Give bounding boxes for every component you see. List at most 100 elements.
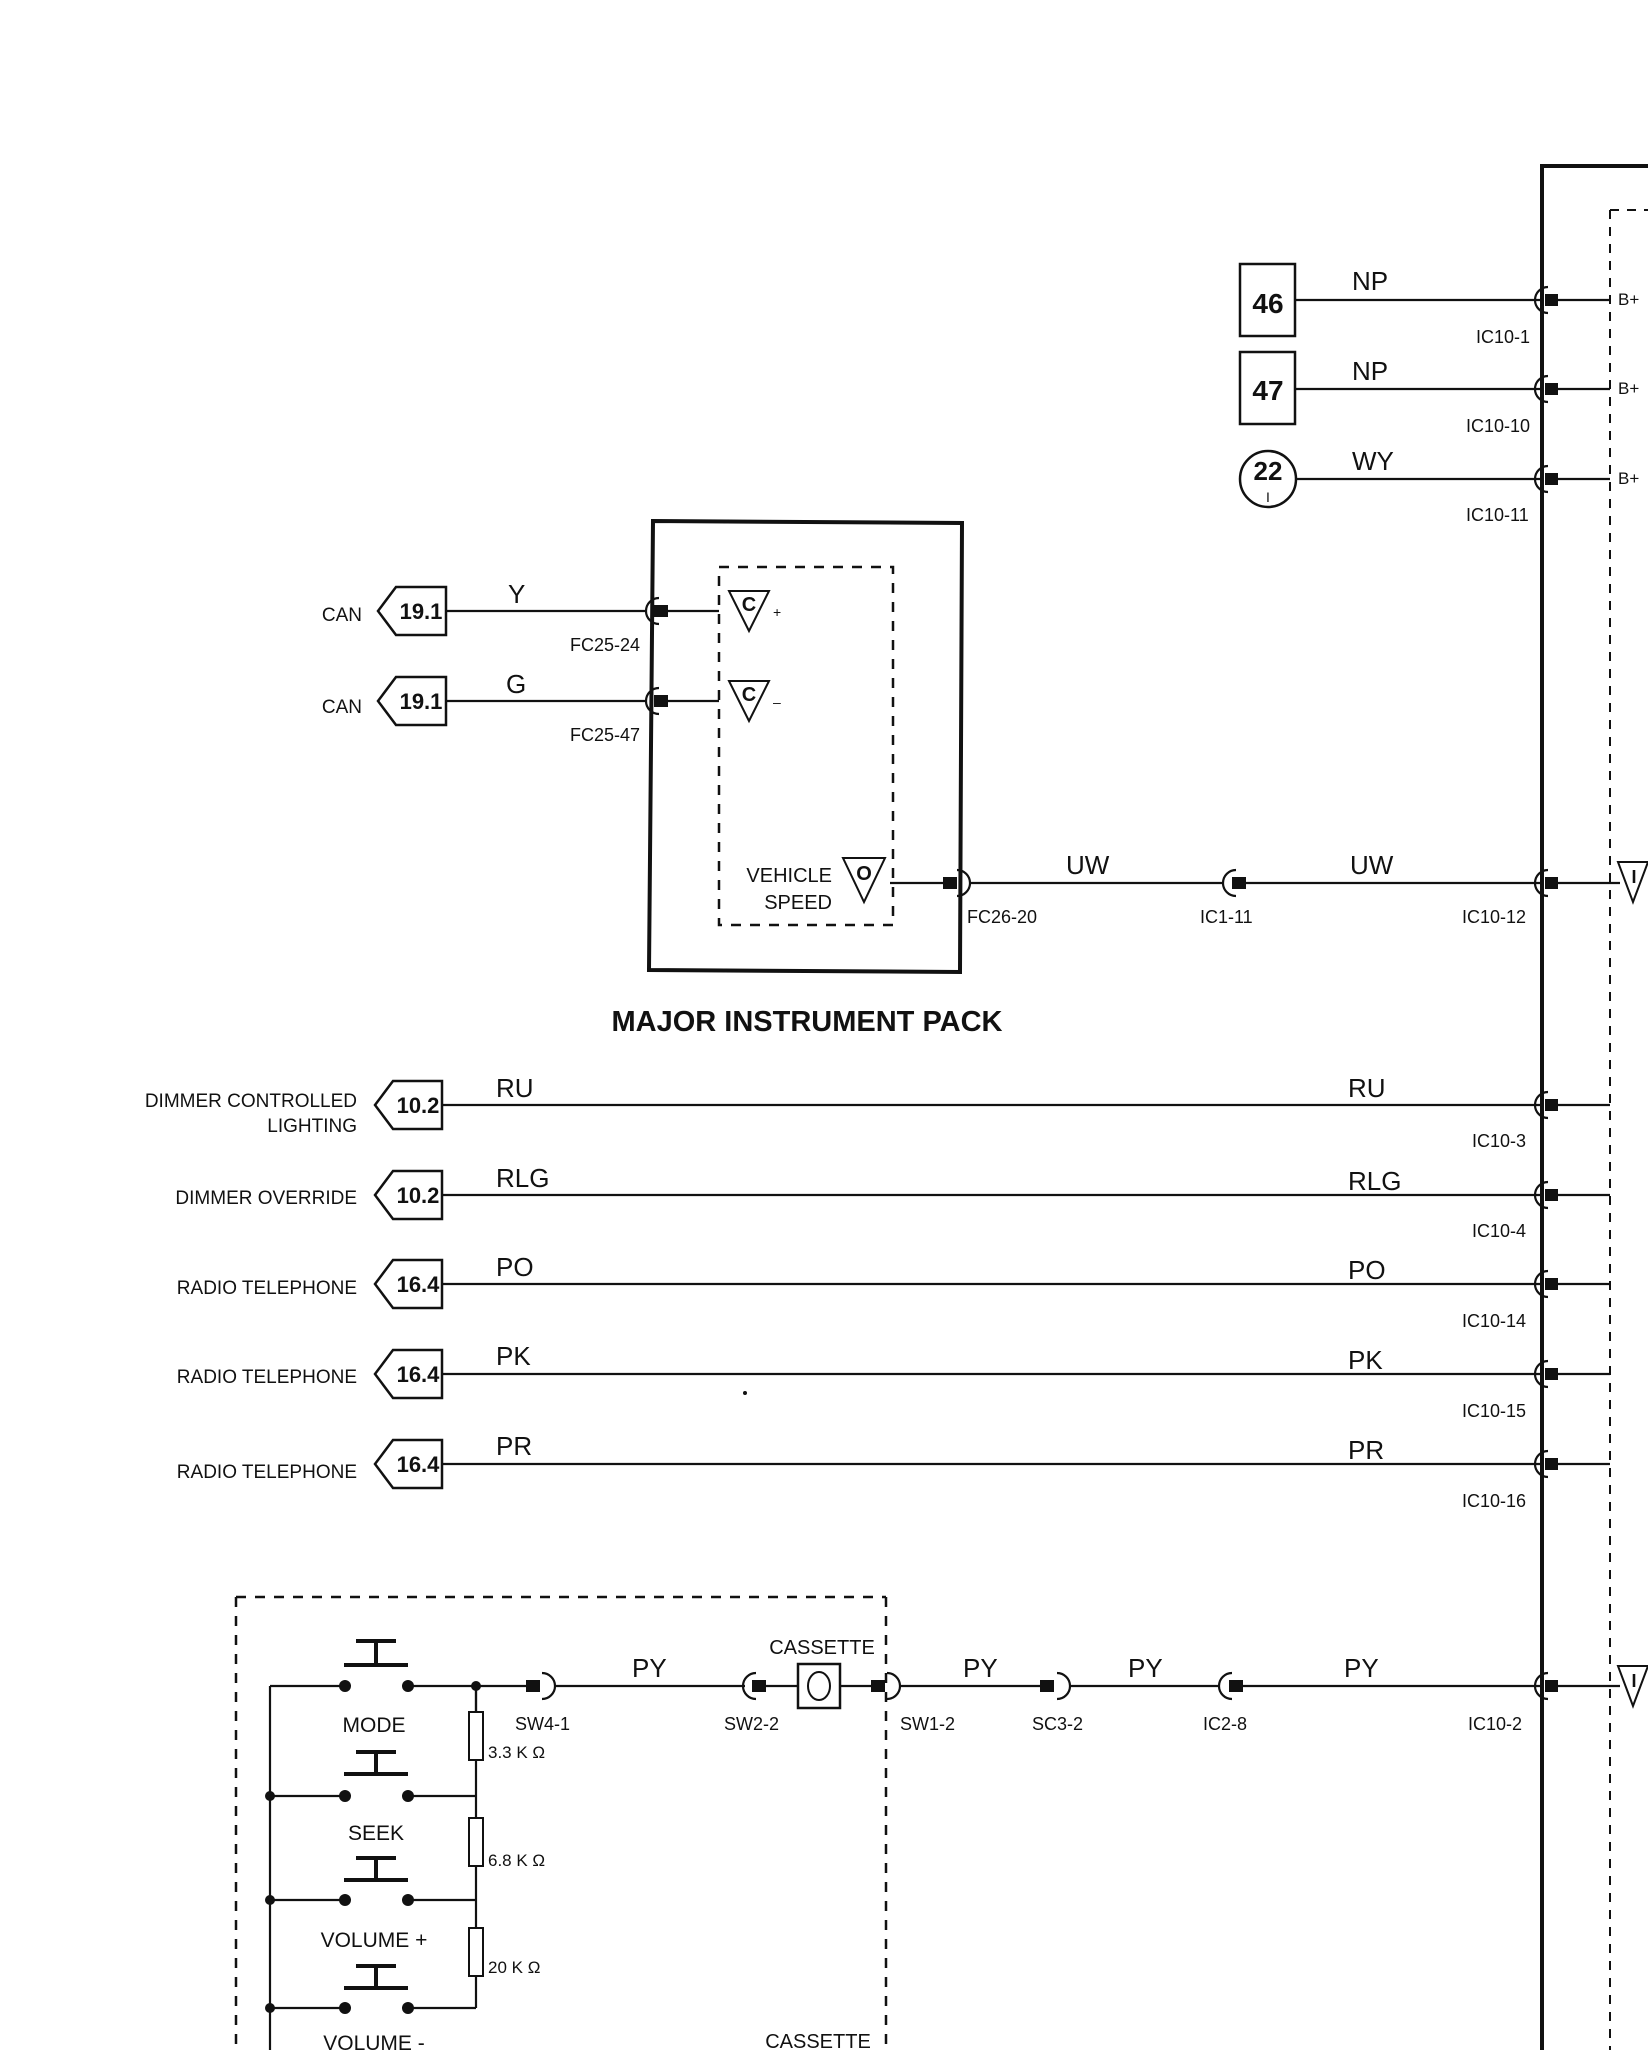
pin-ic10-3: IC10-3 [1472, 1131, 1526, 1151]
pin-sw2-2: SW2-2 [724, 1714, 779, 1734]
button-label-seek: SEEK [348, 1822, 404, 1845]
resistor-label-2: 6.8 K Ω [488, 1851, 545, 1870]
signal-ref-1: 10.2 [397, 1093, 440, 1118]
wire-wy: WY [1352, 446, 1394, 476]
can-input-g: CAN 19.1 G FC25-47 C – [322, 669, 781, 745]
signal-ref-3: 16.4 [397, 1272, 441, 1297]
resistor-label-1: 3.3 K Ω [488, 1743, 545, 1762]
pin-ic10-15: IC10-15 [1462, 1401, 1526, 1421]
wire-np-2: NP [1352, 356, 1388, 386]
wire-np-1: NP [1352, 266, 1388, 296]
pin-fc26-20: FC26-20 [967, 907, 1037, 927]
vehicle-speed-right-symbol: I [1631, 867, 1636, 887]
resistor-label-3: 20 K Ω [488, 1958, 540, 1977]
connector-22-label: 22 [1254, 456, 1283, 486]
seek-switch-top: SEEK [265, 1750, 414, 1845]
signal-label-3: RADIO TELEPHONE [177, 1278, 357, 1299]
supply-b-plus-3: B+ [1618, 469, 1639, 488]
vehicle-speed-symbol: O [856, 863, 872, 885]
connector-22-sub: I [1266, 489, 1270, 505]
pin-sw4-1: SW4-1 [515, 1714, 570, 1734]
signal-label-2: DIMMER OVERRIDE [175, 1188, 357, 1209]
connector-46-label: 46 [1252, 288, 1283, 319]
signal-radio-telephone-pk: RADIO TELEPHONE 16.4 PK PK IC10-15 [177, 1341, 1610, 1421]
pin-sc3-2: SC3-2 [1032, 1714, 1083, 1734]
pin-fc25-24: FC25-24 [570, 635, 640, 655]
cassette-label-top: CASSETTE [769, 1637, 875, 1659]
connector-47-label: 47 [1252, 375, 1283, 406]
switch-pack-right-symbol: I [1631, 1671, 1636, 1691]
signal-dimmer-override: DIMMER OVERRIDE 10.2 RLG RLG IC10-4 [175, 1163, 1610, 1241]
signal-radio-telephone-po: RADIO TELEPHONE 16.4 PO PO IC10-14 [177, 1252, 1610, 1331]
can-ref-1: 19.1 [400, 599, 443, 624]
signal-label-5: RADIO TELEPHONE [177, 1462, 357, 1483]
pin-ic10-16: IC10-16 [1462, 1491, 1526, 1511]
wire-uw-1: UW [1066, 850, 1110, 880]
signal-label-4: RADIO TELEPHONE [177, 1367, 357, 1388]
pin-ic10-10: IC10-10 [1466, 416, 1530, 436]
wire-pk-right: PK [1348, 1345, 1383, 1375]
can-label-1: CAN [322, 605, 362, 626]
supply-b-plus-2: B+ [1618, 379, 1639, 398]
wire-uw-2: UW [1350, 850, 1394, 880]
wire-rlg-left: RLG [496, 1163, 549, 1193]
wire-py-1: PY [632, 1653, 667, 1683]
can-input-y: CAN 19.1 Y FC25-24 C + [322, 579, 781, 655]
can-sign-minus: – [773, 694, 781, 710]
pin-ic10-14: IC10-14 [1462, 1311, 1526, 1331]
pin-ic10-11: IC10-11 [1466, 505, 1529, 525]
resistor-6-8k [468, 1817, 484, 1867]
instrument-pack-title: MAJOR INSTRUMENT PACK [612, 1006, 1003, 1038]
signal-ref-2: 10.2 [397, 1183, 440, 1208]
resistor-20k [468, 1927, 484, 1977]
supply-46: 46 NP IC10-1 B+ [1238, 262, 1639, 347]
pin-sw1-2: SW1-2 [900, 1714, 955, 1734]
volume-minus-switch: VOLUME - [265, 1964, 425, 2050]
supply-b-plus-1: B+ [1618, 290, 1639, 309]
wire-ru-left: RU [496, 1073, 534, 1103]
cassette-label-bottom: CASSETTE [765, 2031, 871, 2050]
vehicle-speed-label-1: VEHICLE [746, 865, 832, 887]
signal-radio-telephone-pr: RADIO TELEPHONE 16.4 PR PR IC10-16 [177, 1431, 1610, 1511]
pin-ic10-1: IC10-1 [1476, 327, 1530, 347]
pin-ic2-8: IC2-8 [1203, 1714, 1247, 1734]
wire-po-right: PO [1348, 1255, 1386, 1285]
wire-py-4: PY [1344, 1653, 1379, 1683]
can-symbol-c-minus: C [742, 684, 756, 706]
wire-ru-right: RU [1348, 1073, 1386, 1103]
can-sign-plus: + [773, 604, 781, 620]
signal-label-1a: DIMMER CONTROLLED [145, 1091, 357, 1112]
wire-pr-left: PR [496, 1431, 532, 1461]
pin-ic10-2: IC10-2 [1468, 1714, 1522, 1734]
vehicle-speed-label-2: SPEED [764, 892, 832, 914]
wire-py-3: PY [1128, 1653, 1163, 1683]
cassette-switch-box [796, 1662, 842, 1710]
can-ref-2: 19.1 [400, 689, 443, 714]
pin-fc25-47: FC25-47 [570, 725, 640, 745]
resistor-3-3k [468, 1711, 484, 1761]
wire-rlg-right: RLG [1348, 1166, 1401, 1196]
signal-label-1b: LIGHTING [267, 1116, 357, 1137]
mode-switch: MODE [339, 1639, 414, 1737]
signal-ref-5: 16.4 [397, 1452, 441, 1477]
can-symbol-c-plus: C [742, 594, 756, 616]
button-label-volume-plus: VOLUME + [321, 1929, 428, 1952]
supply-22: 22 I WY IC10-11 B+ [1238, 446, 1639, 525]
wire-po-left: PO [496, 1252, 534, 1282]
volume-plus-switch: VOLUME + [265, 1856, 428, 1952]
switch-pack: MODE SEEK VOLUME + [234, 1595, 1648, 2050]
supply-47: 47 NP IC10-10 B+ [1238, 350, 1639, 436]
wire-g: G [506, 669, 526, 699]
signal-dimmer-lighting: DIMMER CONTROLLED LIGHTING 10.2 RU RU IC… [145, 1073, 1610, 1151]
button-label-volume-minus: VOLUME - [323, 2032, 425, 2050]
can-label-2: CAN [322, 697, 362, 718]
pin-ic1-11: IC1-11 [1200, 907, 1253, 927]
major-instrument-pack: MAJOR INSTRUMENT PACK [612, 518, 1003, 1038]
wire-pr-right: PR [1348, 1435, 1384, 1465]
wire-py-2: PY [963, 1653, 998, 1683]
wire-pk-left: PK [496, 1341, 531, 1371]
button-label-mode: MODE [343, 1714, 406, 1737]
pin-ic10-12: IC10-12 [1462, 907, 1526, 927]
wire-y: Y [508, 579, 525, 609]
